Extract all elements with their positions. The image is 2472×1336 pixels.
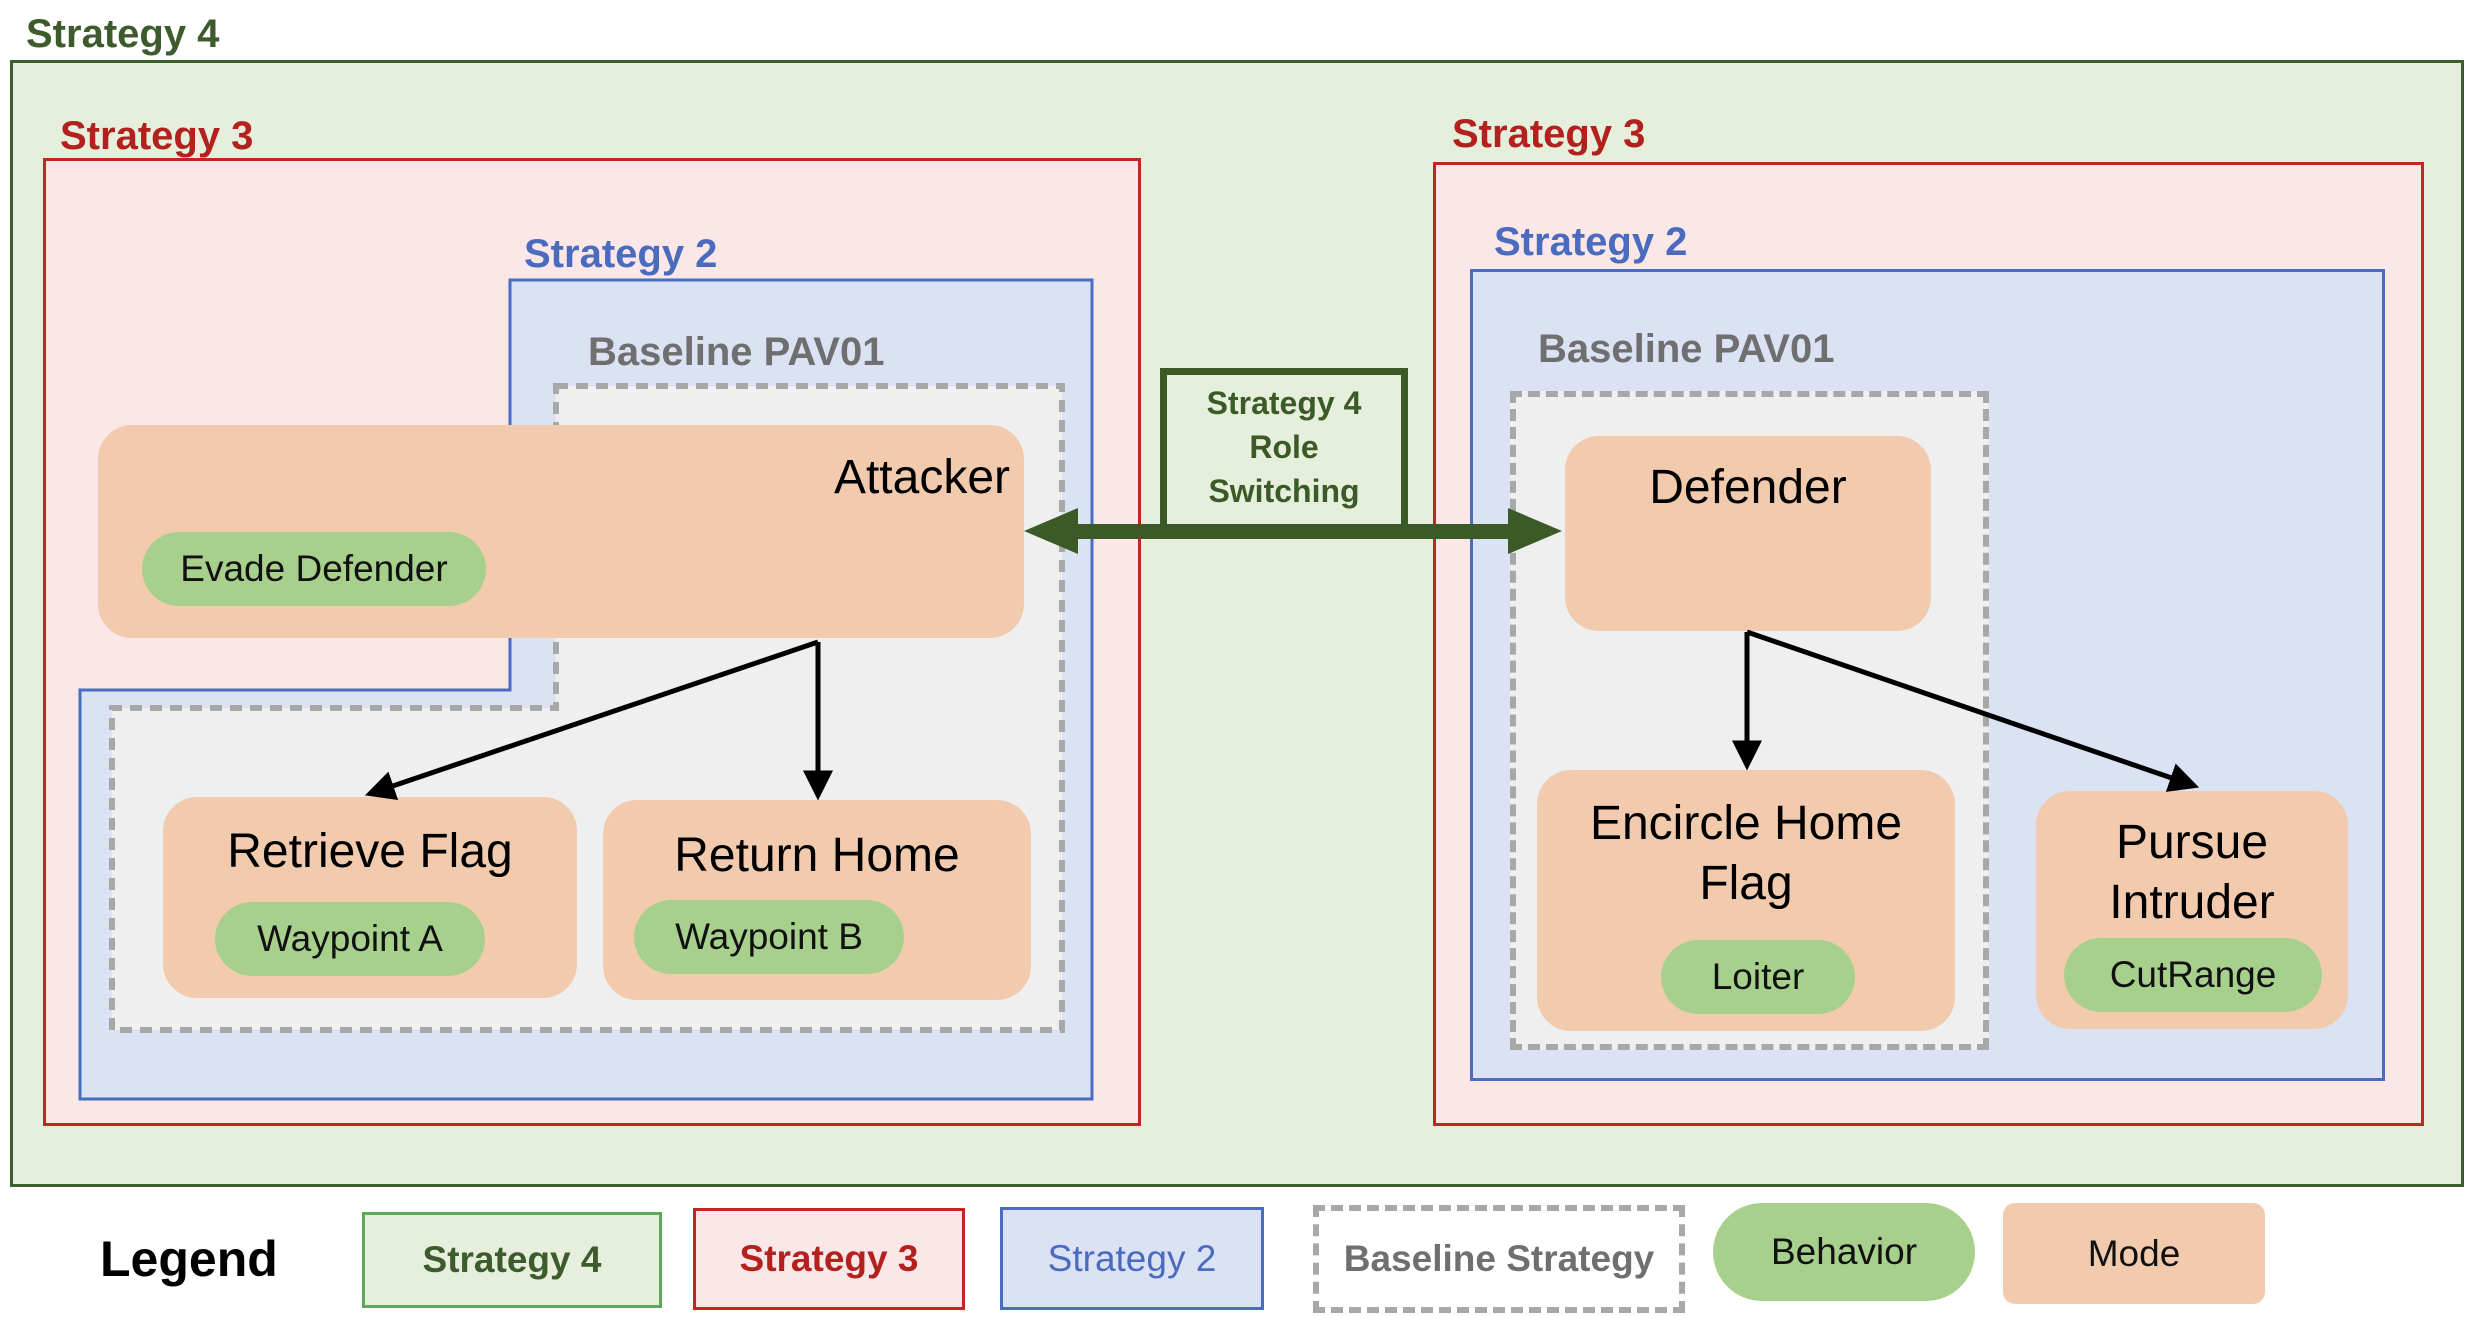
retrieve-flag-label: Retrieve Flag <box>227 825 513 878</box>
legend-strategy3: Strategy 3 <box>693 1208 965 1310</box>
legend-mode: Mode <box>2003 1203 2265 1304</box>
cutrange-behavior: CutRange <box>2064 938 2322 1012</box>
pursue-intruder-label: Pursue Intruder <box>2036 813 2348 933</box>
legend-label: Legend <box>100 1231 278 1287</box>
legend-behavior: Behavior <box>1713 1203 1975 1301</box>
role-switching-line1: Strategy 4 <box>1206 385 1362 421</box>
left-strategy3-title: Strategy 3 <box>60 114 254 158</box>
loiter-behavior: Loiter <box>1661 940 1855 1014</box>
waypoint-b-behavior: Waypoint B <box>634 900 904 974</box>
role-switching-double-arrow <box>1024 508 1562 554</box>
encircle-label-line1: Encircle Home <box>1589 797 1903 850</box>
legend-baseline-strategy: Baseline Strategy <box>1313 1205 1685 1313</box>
arrow-defender-to-pursue <box>1746 629 2200 792</box>
strategy4-title: Strategy 4 <box>26 12 220 56</box>
legend-strategy4: Strategy 4 <box>362 1212 662 1308</box>
left-baseline-title: Baseline PAV01 <box>588 330 885 374</box>
waypoint-a-behavior: Waypoint A <box>215 902 485 976</box>
role-switching-line2: Role <box>1249 429 1319 466</box>
right-baseline-title: Baseline PAV01 <box>1538 327 1835 371</box>
attacker-label: Attacker <box>833 451 1010 504</box>
pursue-label-line2: Intruder <box>2109 876 2275 929</box>
left-strategy2-title: Strategy 2 <box>524 232 718 276</box>
defender-mode <box>1565 436 1931 631</box>
evade-defender-behavior: Evade Defender <box>142 532 486 606</box>
defender-label: Defender <box>1649 461 1847 514</box>
role-switching-line3: Switching <box>1208 473 1360 510</box>
arrow-attacker-to-retrieve-flag <box>364 639 819 800</box>
pursue-label-line1: Pursue <box>2115 816 2269 869</box>
encircle-home-flag-label: Encircle Home Flag <box>1537 794 1955 914</box>
right-strategy3-title: Strategy 3 <box>1452 112 1646 156</box>
legend-strategy2: Strategy 2 <box>1000 1207 1264 1310</box>
encircle-label-line2: Flag <box>1699 857 1793 910</box>
right-strategy2-title: Strategy 2 <box>1494 220 1688 264</box>
return-home-label: Return Home <box>674 829 960 882</box>
